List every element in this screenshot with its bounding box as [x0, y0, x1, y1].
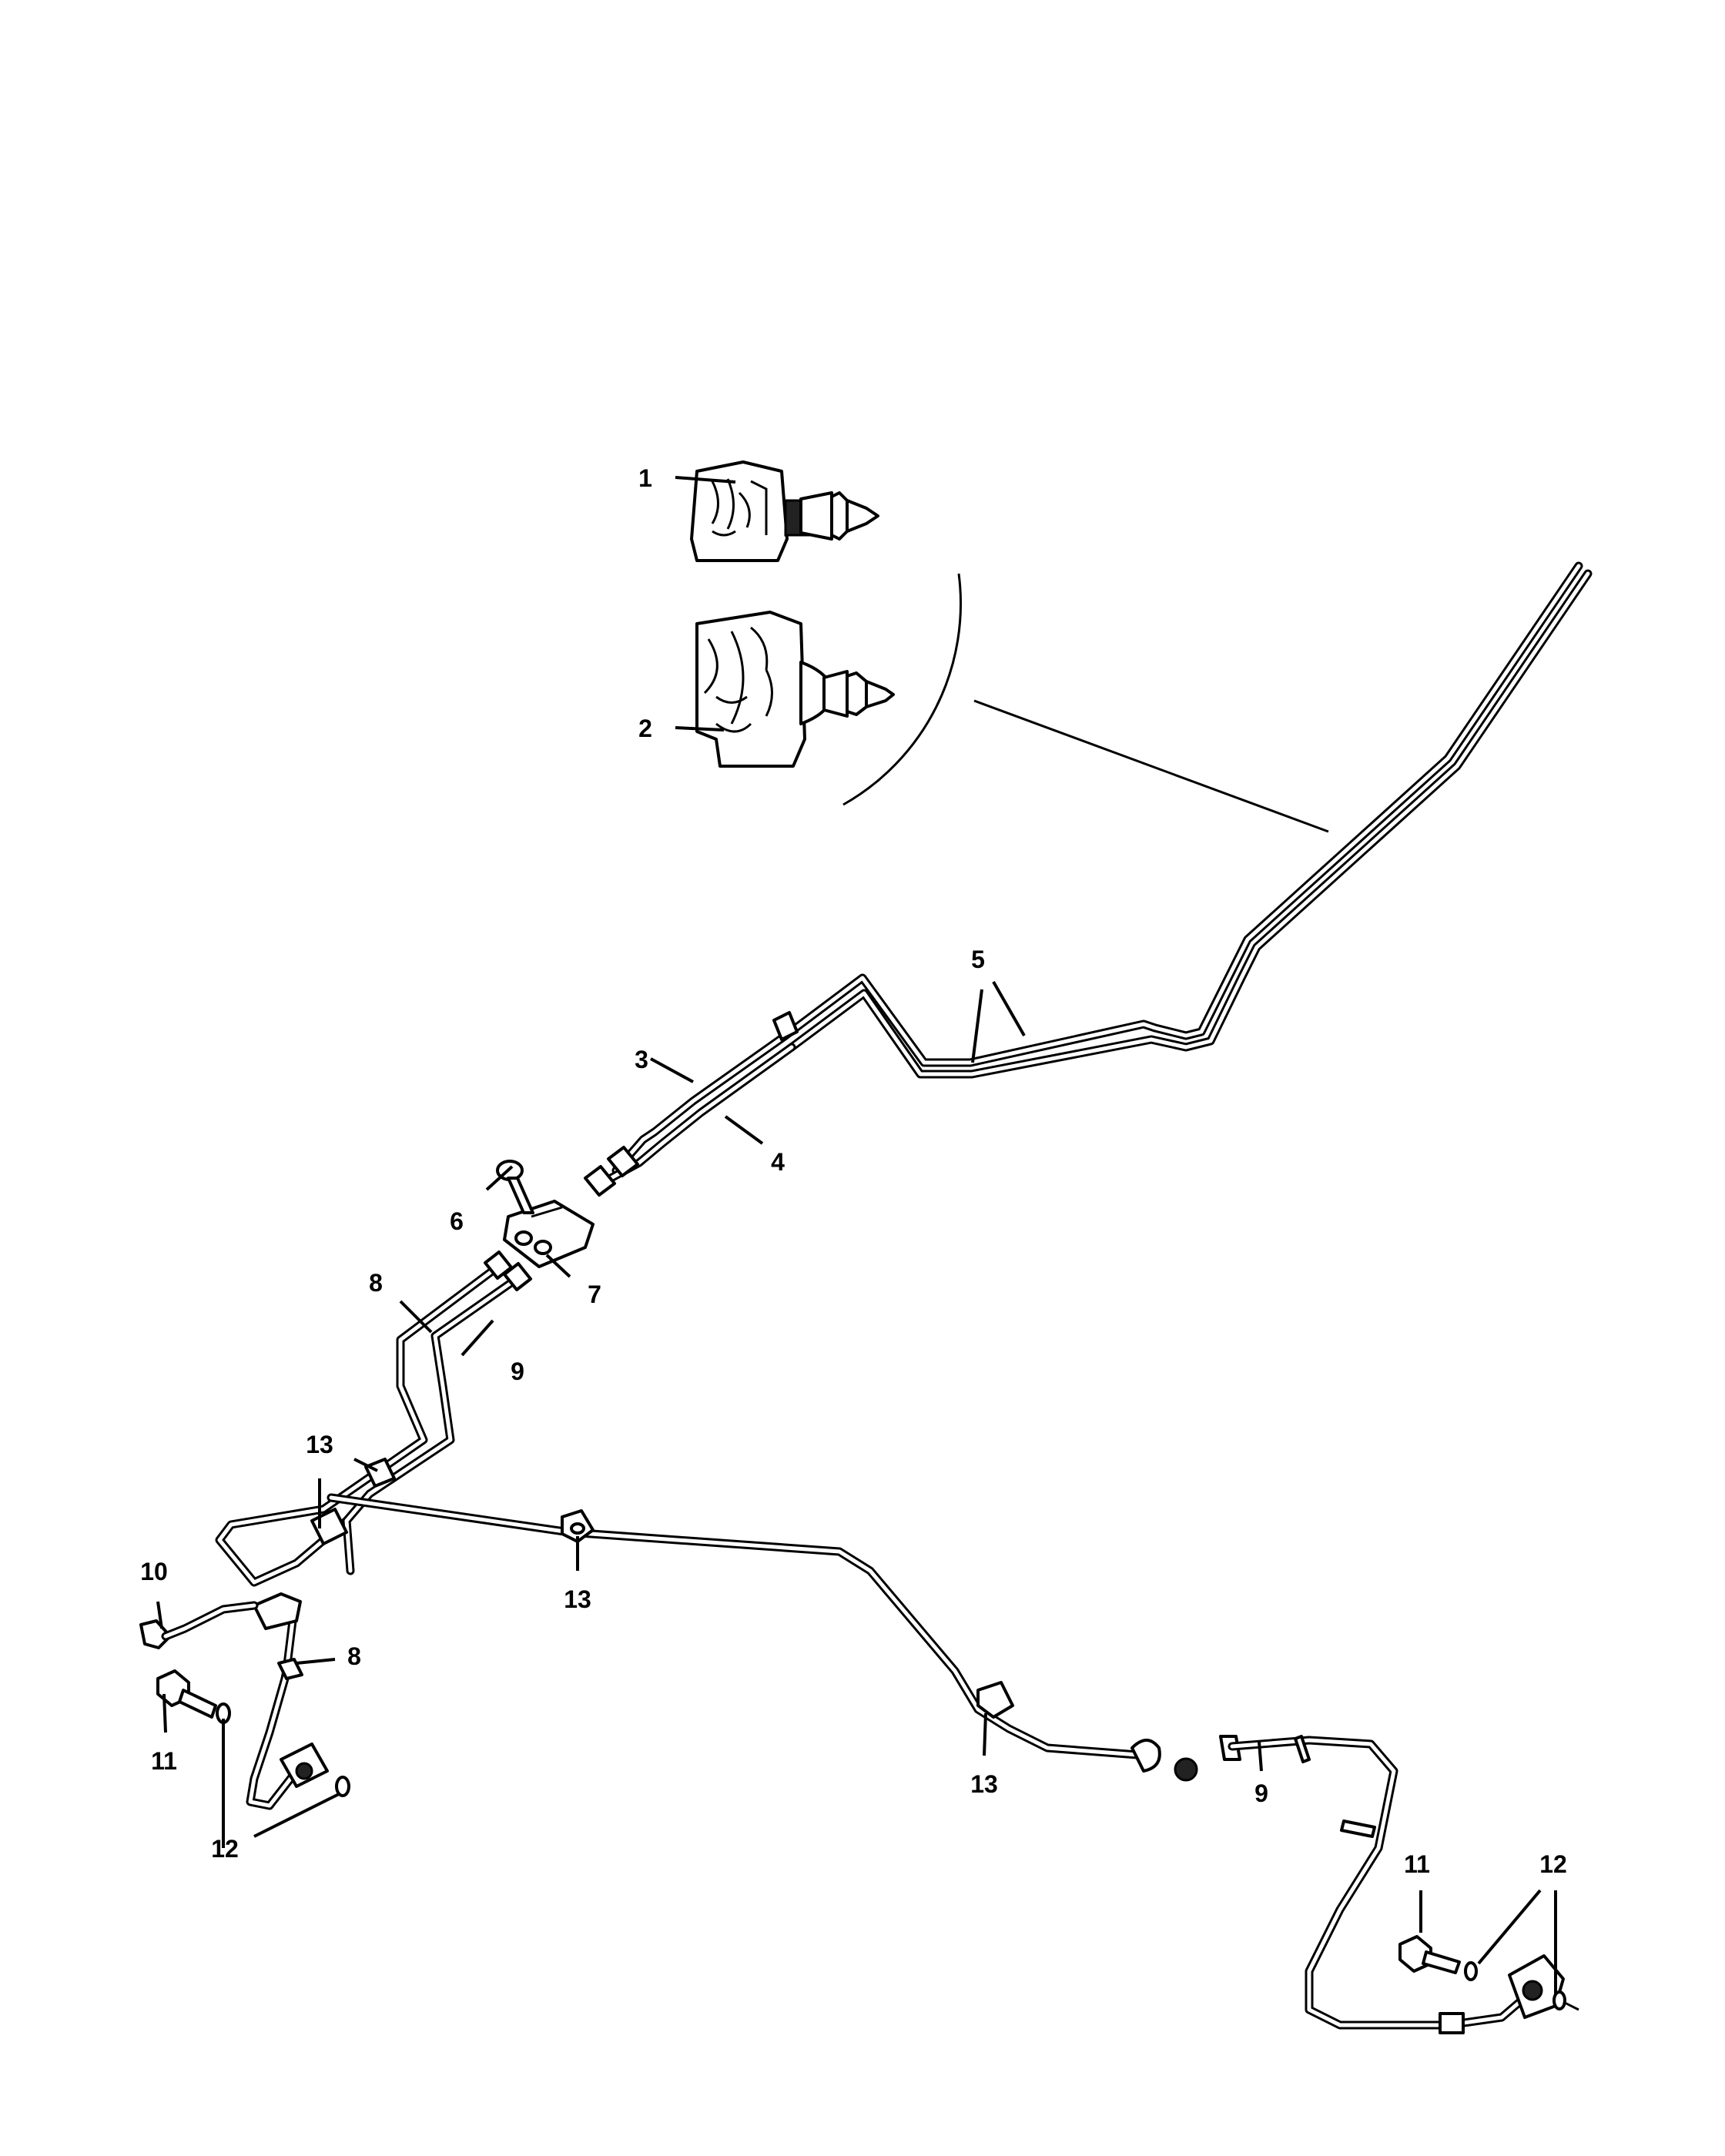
fitting-10 [139, 1601, 259, 1649]
front-hose-left [246, 1592, 329, 1810]
bolt-6 [496, 1160, 534, 1214]
banjo-bolt-11-left [156, 1669, 217, 1719]
brake-line-3 [611, 1031, 790, 1175]
callout-8-upper: 8 [369, 1269, 383, 1297]
callout-8-lower: 8 [347, 1642, 361, 1670]
clip-part-2 [695, 611, 895, 768]
callout-5: 5 [971, 946, 985, 973]
callout-11-right: 11 [1404, 1850, 1430, 1878]
washer-12-left-b [335, 1776, 350, 1797]
callout-3: 3 [635, 1046, 648, 1073]
tube-nut-4 [584, 1165, 616, 1197]
banjo-bolt-11-right [1398, 1935, 1461, 1974]
brake-line-8 [215, 1266, 497, 1587]
leader-lines [156, 476, 1557, 1994]
retainer-13-middle [561, 1509, 595, 1543]
callout-7: 7 [588, 1281, 601, 1308]
tube-nut-9 [503, 1262, 532, 1291]
clip-part-1 [690, 460, 879, 562]
detail-leader [973, 699, 1329, 833]
callout-6: 6 [450, 1207, 464, 1235]
tube-nut-3 [607, 1146, 639, 1177]
retainer-13-right [976, 1681, 1014, 1719]
callout-9-upper: 9 [511, 1358, 524, 1385]
junction-block-7 [503, 1200, 595, 1268]
callout-12-left: 12 [211, 1835, 239, 1863]
callout-10: 10 [140, 1558, 168, 1585]
washer-12-right-b [1552, 1990, 1566, 2010]
callout-4: 4 [771, 1148, 785, 1176]
callout-11-left: 11 [151, 1747, 177, 1775]
rear-hose-9 [1130, 1735, 1533, 2034]
callout-9-lower: 9 [1254, 1779, 1268, 1807]
washer-12-right-a [1464, 1961, 1478, 1981]
callout-12-right: 12 [1539, 1850, 1567, 1878]
callout-13-middle: 13 [564, 1585, 591, 1613]
detail-arc [842, 573, 962, 806]
brake-line-5 [781, 561, 1593, 1079]
brake-line-9-upper [342, 1277, 517, 1575]
callout-13-right: 13 [970, 1770, 998, 1798]
callout-labels: 1 2 3 4 5 6 7 8 8 9 9 10 11 11 12 12 13 … [140, 464, 1567, 1878]
callout-2: 2 [638, 715, 652, 742]
line-clip-upper [772, 1011, 799, 1041]
callout-13-left: 13 [306, 1431, 333, 1458]
callout-1: 1 [638, 464, 652, 492]
rear-brake-line [327, 1493, 1152, 1760]
